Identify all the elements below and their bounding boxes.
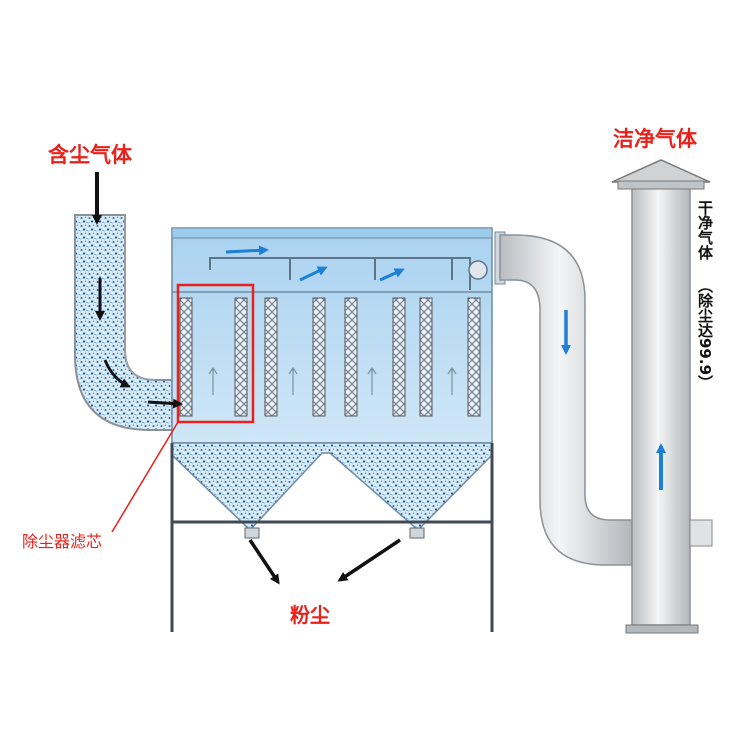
outlet-duct xyxy=(499,234,633,566)
dry-clean-gas-label: 干净气体 xyxy=(696,200,714,261)
filter-cartridges xyxy=(179,297,481,417)
filter-housing xyxy=(171,227,506,444)
dust-label: 粉尘 xyxy=(290,603,330,627)
inlet-duct xyxy=(74,214,176,431)
filter-highlight-box xyxy=(176,283,255,424)
flow-arrows xyxy=(92,172,666,585)
dust-hoppers xyxy=(171,442,493,539)
clean-gas-label: 洁净气体 xyxy=(613,127,698,151)
support-frame xyxy=(170,443,494,632)
chimney-stack xyxy=(611,159,713,634)
filter-cartridge-label: 除尘器滤芯 xyxy=(22,532,102,551)
inlet-label: 含尘气体 xyxy=(48,143,133,167)
removal-rate-label: （除尘达99.9） xyxy=(696,278,714,390)
